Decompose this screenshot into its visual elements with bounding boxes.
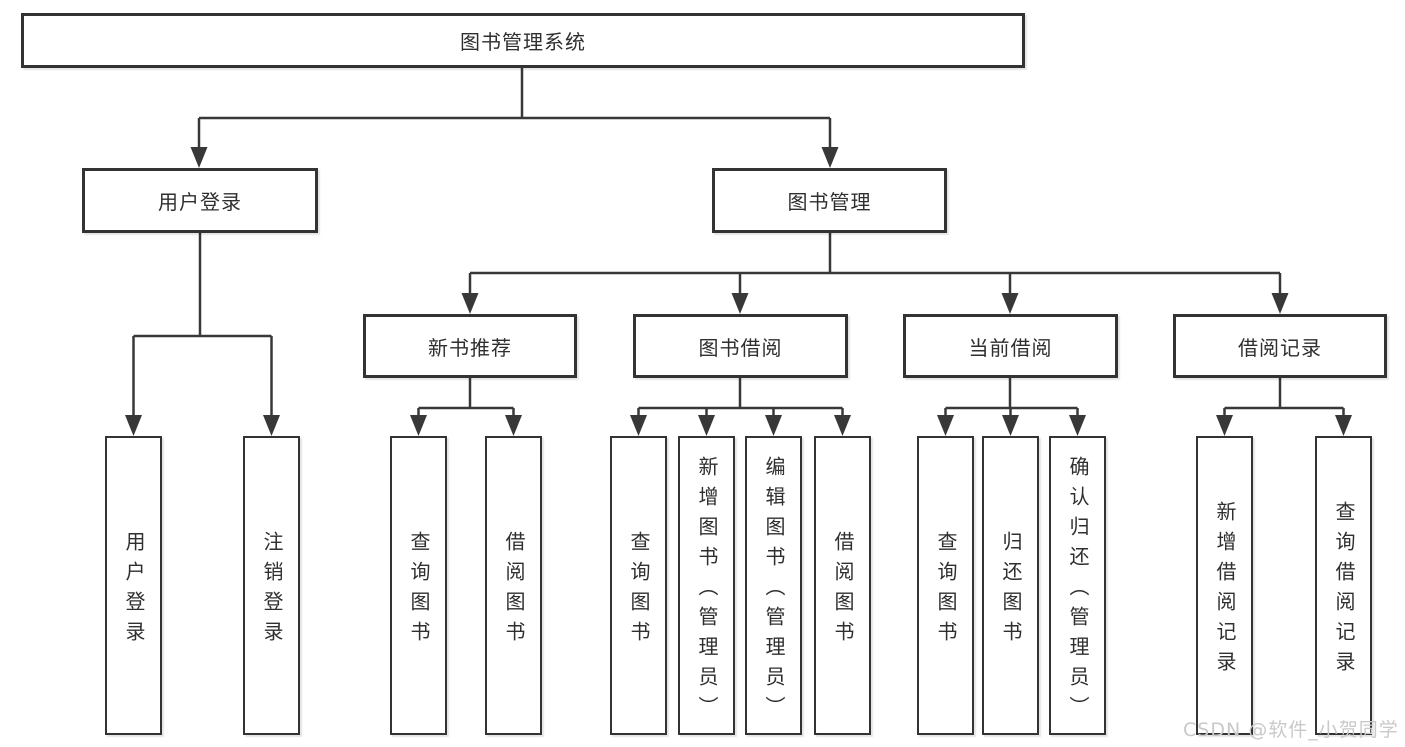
leaf-label: 新增图书（管理员） [695,455,719,726]
leaf-logout: 注销登录 [243,436,300,735]
node-borrow-records: 借阅记录 [1173,314,1387,378]
leaf-newbooks-borrow: 借阅图书 [485,436,542,735]
leaf-borrow-query: 查询图书 [610,436,667,735]
leaf-records-add: 新增借阅记录 [1196,436,1253,735]
leaf-borrow-edit-admin: 编辑图书（管理员） [745,436,802,735]
node-current-borrow: 当前借阅 [903,314,1118,378]
leaf-current-confirm-admin: 确认归还（管理员） [1049,436,1106,735]
leaf-current-query: 查询图书 [917,436,974,735]
leaf-label: 编辑图书（管理员） [762,455,786,726]
leaf-borrow-borrow: 借阅图书 [814,436,871,735]
leaf-records-query: 查询借阅记录 [1315,436,1372,735]
leaf-newbooks-query: 查询图书 [390,436,447,735]
leaf-label: 新增借阅记录 [1213,500,1237,681]
leaf-label: 注销登录 [260,530,284,651]
leaf-label: 查询图书 [934,530,958,651]
leaf-label: 确认归还（管理员） [1066,455,1090,726]
leaf-label: 查询图书 [627,530,651,651]
leaf-label: 借阅图书 [831,530,855,651]
watermark: CSDN @软件_小贺同学 [1183,719,1399,741]
leaf-label: 归还图书 [999,530,1023,651]
leaf-current-return: 归还图书 [982,436,1039,735]
leaf-borrow-add-admin: 新增图书（管理员） [678,436,735,735]
leaf-label: 借阅图书 [502,530,526,651]
leaf-label: 查询借阅记录 [1332,500,1356,681]
node-user-login: 用户登录 [82,168,318,233]
leaf-user-login: 用户登录 [105,436,162,735]
node-book-management: 图书管理 [712,168,947,233]
leaf-label: 用户登录 [122,530,146,651]
leaf-label: 查询图书 [407,530,431,651]
node-new-book-recommend: 新书推荐 [363,314,577,378]
node-root: 图书管理系统 [21,13,1025,68]
node-book-borrow: 图书借阅 [633,314,848,378]
